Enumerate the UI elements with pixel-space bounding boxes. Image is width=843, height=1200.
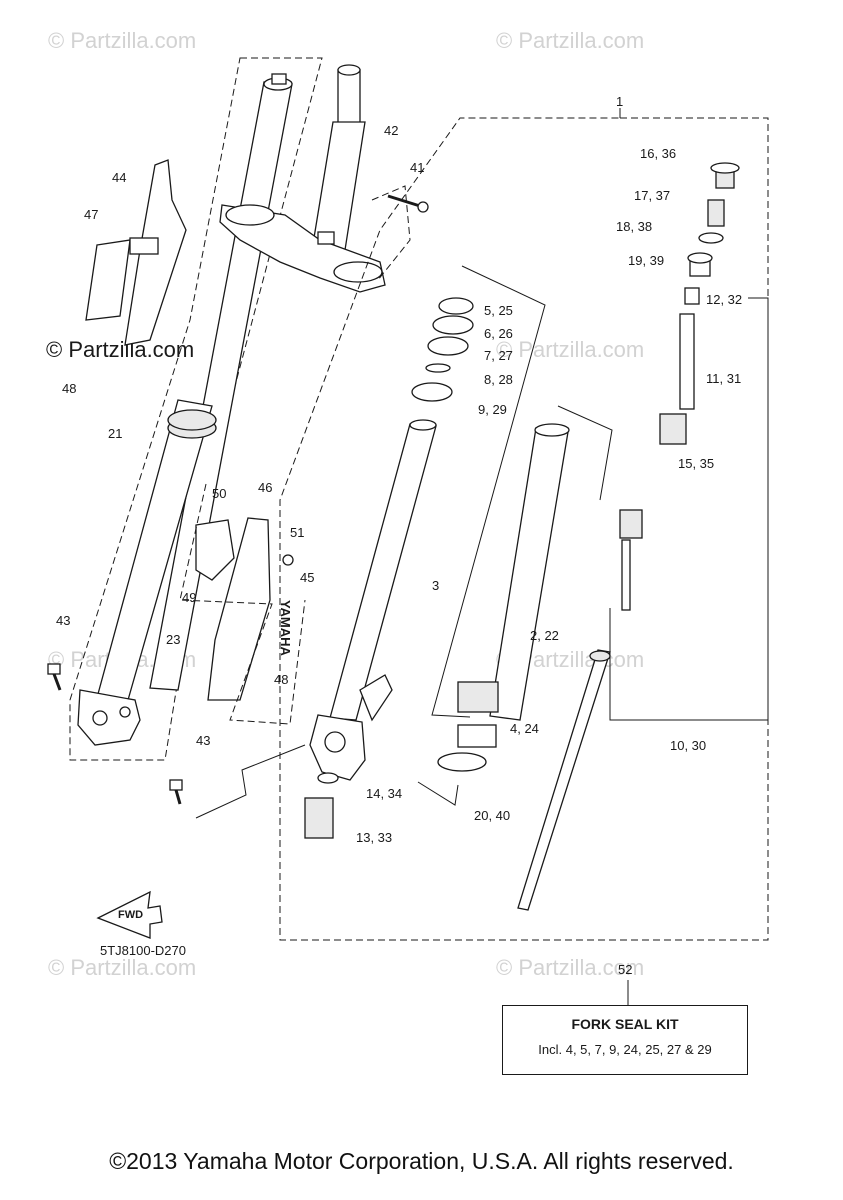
collar-19 [687, 252, 713, 277]
outer-tube-bracket [417, 405, 613, 806]
part-label: 19, 39 [628, 253, 664, 268]
part-label: 47 [84, 207, 98, 222]
part-label: 8, 28 [484, 372, 513, 387]
kit-title: FORK SEAL KIT [571, 1016, 679, 1032]
watermark: © Partzilla.com [48, 28, 196, 53]
fork-cap-bolt [710, 162, 740, 189]
seal-bracket [431, 265, 546, 718]
left-axle-bracket [77, 689, 141, 746]
bushing-4 [457, 724, 497, 748]
left-outer-tube [97, 399, 217, 701]
part-label: 45 [300, 570, 314, 585]
watermark: © Partzilla.com [48, 955, 196, 980]
part-label: 48 [62, 381, 76, 396]
part-label: 23 [166, 632, 180, 647]
right-inner-tube [329, 419, 437, 721]
part-label: 43 [56, 613, 70, 628]
kit-description: Incl. 4, 5, 7, 9, 24, 25, 27 & 29 [538, 1042, 712, 1057]
bolt-43-left [47, 663, 62, 691]
lower-triple-clamp [219, 204, 386, 293]
steering-stem [311, 64, 366, 251]
part-label: 52 [618, 962, 632, 977]
right-fork-guard: YAMAHA [195, 517, 294, 701]
fork-assembly-1-outline [279, 117, 769, 941]
part-label: 51 [290, 525, 304, 540]
locknut [707, 199, 725, 227]
part-label: 48 [274, 672, 288, 687]
part-label: 14, 34 [366, 786, 402, 801]
part-label: 43 [196, 733, 210, 748]
dust-boot-13 [304, 797, 334, 839]
watermark-strong: © Partzilla.com [46, 337, 194, 362]
part-label: 15, 35 [678, 456, 714, 471]
part-label: 42 [384, 123, 398, 138]
part-label: 21 [108, 426, 122, 441]
part-label: 49 [182, 590, 196, 605]
part-label: 11, 31 [706, 371, 741, 386]
watermark: © Partzilla.com [496, 337, 644, 362]
watermark: © Partzilla.com [496, 955, 644, 980]
part-label: 3 [432, 578, 439, 593]
washer-18 [698, 232, 724, 244]
part-label: 4, 24 [510, 721, 539, 736]
part-label: 10, 30 [670, 738, 706, 753]
bolt-43-leader [195, 744, 306, 819]
watermark: © Partzilla.com [496, 28, 644, 53]
right-fork-guard-outline [179, 483, 306, 725]
fwd-label: FWD [118, 909, 143, 921]
part-label: 5, 25 [484, 303, 513, 318]
part-label: 50 [212, 486, 226, 501]
part-label: 41 [410, 160, 424, 175]
part-label: 18, 38 [616, 219, 652, 234]
part-label: 13, 33 [356, 830, 392, 845]
part-label: 46 [258, 480, 272, 495]
spacer-pipe-11 [679, 313, 695, 410]
seal-20 [437, 752, 487, 772]
fork-guard [85, 159, 187, 346]
part-label: 12, 32 [706, 292, 742, 307]
part-label: 20, 40 [474, 808, 510, 823]
part-label: 9, 29 [478, 402, 507, 417]
left-fork-group-outline [69, 57, 323, 761]
spring-15 [619, 413, 687, 539]
fork-seal-kit-box: FORK SEAL KIT Incl. 4, 5, 7, 9, 24, 25, … [502, 1005, 748, 1075]
fwd-arrow-icon: FWD [96, 890, 163, 939]
diagram-code: 5TJ8100-D270 [100, 943, 186, 958]
part-label: 6, 26 [484, 326, 513, 341]
right-outer-tube [457, 423, 570, 721]
right-axle-bracket [309, 674, 393, 781]
part-label: 44 [112, 170, 126, 185]
bolt-leader [371, 185, 411, 281]
part-label: 16, 36 [640, 146, 676, 161]
part-label: 7, 27 [484, 348, 513, 363]
copyright-notice: ©2013 Yamaha Motor Corporation, U.S.A. A… [109, 1148, 734, 1174]
bolt-43-right [169, 779, 183, 805]
spacer-12 [684, 287, 700, 305]
seal-stack [411, 297, 474, 402]
damper-rod [517, 539, 631, 911]
part-label: 1 [616, 94, 623, 109]
bolt-41 [387, 194, 429, 213]
part-label: 17, 37 [634, 188, 670, 203]
left-inner-tube [149, 73, 293, 691]
part-label: 2, 22 [530, 628, 559, 643]
oil-seal-14 [317, 772, 339, 784]
yamaha-decal-text: YAMAHA [278, 600, 293, 656]
